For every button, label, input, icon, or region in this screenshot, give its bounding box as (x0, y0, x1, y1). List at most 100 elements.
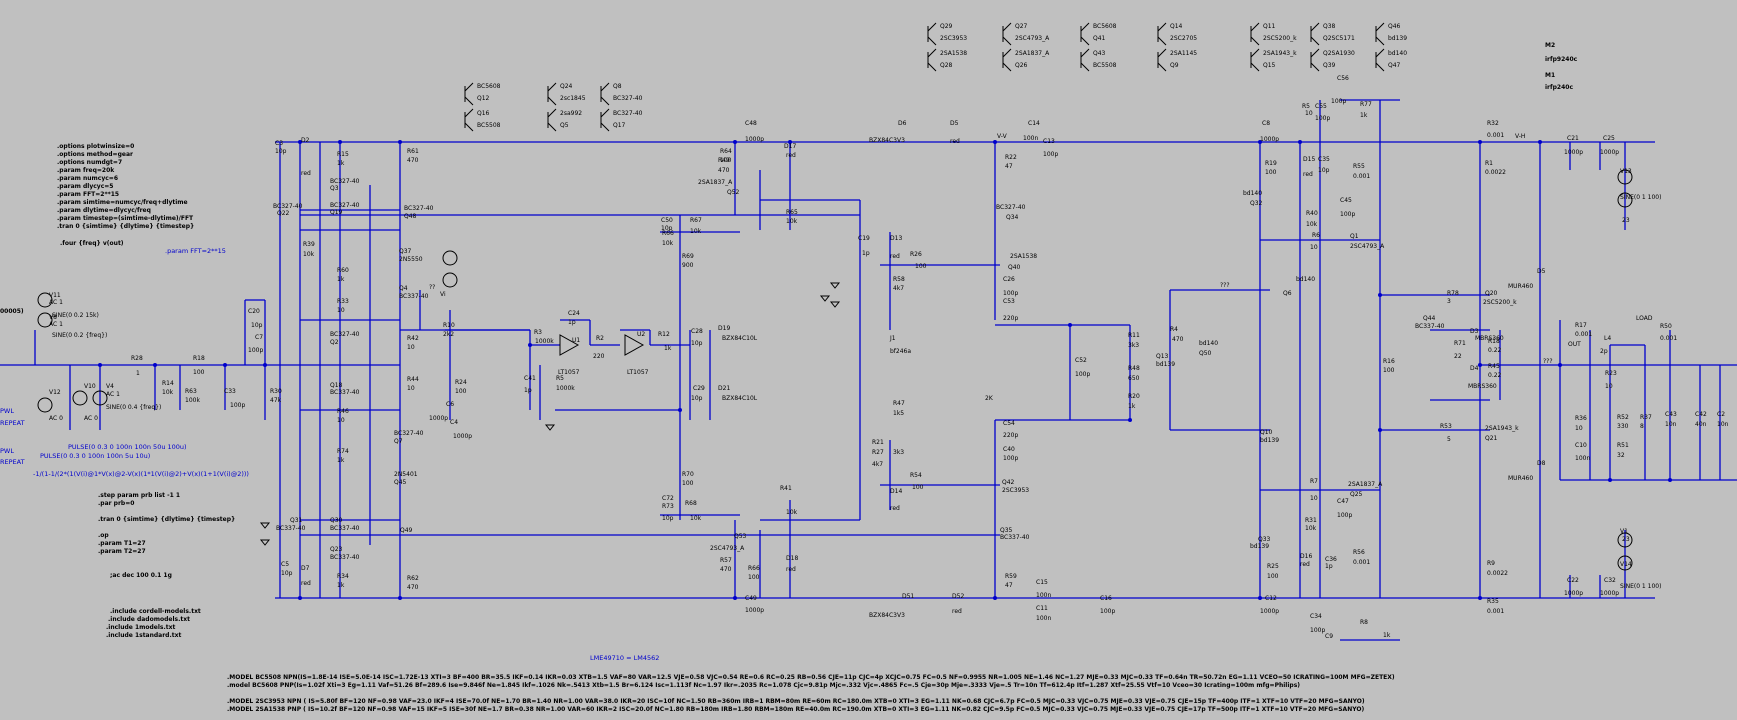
spare-part-label: Q26 (1015, 62, 1028, 69)
junctions (98, 140, 1672, 600)
component-label: Q32 (1250, 200, 1263, 207)
component-label: 2SC5200_k (1483, 299, 1517, 306)
component-label: 100p (230, 402, 245, 409)
component-label: 2N5401 (394, 471, 418, 478)
component-label: V10 (84, 383, 96, 390)
component-label: 0.001 (1353, 173, 1370, 180)
component-label: Q25 (1350, 491, 1363, 498)
component-label: R33 (337, 298, 349, 305)
component-label: D6 (898, 120, 907, 127)
component-label: Q42 (1002, 479, 1015, 486)
component-label: bf246a (890, 348, 911, 355)
component-label: 4k7 (893, 285, 904, 292)
component-label: R41 (780, 485, 792, 492)
component-label: BC327-40 (996, 204, 1026, 211)
op-directive: .param T1=27 (98, 540, 146, 547)
component-label: R19 (1265, 160, 1277, 167)
pwl-label: PWL (0, 447, 14, 455)
component-label: 470 (407, 157, 419, 164)
component-label: C14 (1028, 120, 1040, 127)
component-label: Q1 (1350, 233, 1359, 240)
transistor-symbol (547, 96, 557, 106)
component-label: 100n (1575, 455, 1590, 462)
component-label: Q33 (1258, 536, 1271, 543)
component-label: 10 (407, 385, 415, 392)
spare-part-label: Q24 (560, 83, 573, 90)
component-label: Q45 (394, 479, 407, 486)
component-label: 1p (524, 387, 532, 394)
spare-part-label: Q27 (1015, 23, 1028, 30)
component-label: 1000k (556, 385, 575, 392)
pulse1-label: PULSE(0 0.3 0 100n 100n 50u 100u) (68, 443, 187, 451)
component-label: bd140 (1296, 276, 1315, 283)
component-label: 23 (1622, 217, 1630, 224)
component-label: C36 (1325, 556, 1337, 563)
component-label: 100p (1337, 512, 1352, 519)
component-label: red (1300, 561, 1310, 568)
component-label: 0.001 (1660, 335, 1677, 342)
component-label: ??? (1220, 282, 1230, 289)
component-label: 8 (1640, 423, 1644, 430)
component-label: R35 (1487, 598, 1499, 605)
component-label: R32 (1487, 120, 1499, 127)
component-label: 2SA1837_A (698, 179, 733, 186)
component-label: Q13 (1156, 353, 1169, 360)
component-label: MBRS360 (1475, 335, 1504, 342)
component-label: C32 (1604, 577, 1616, 584)
transistor-symbol (1310, 48, 1320, 58)
transistor-symbol (1375, 62, 1385, 72)
component-label: V12 (49, 389, 61, 396)
component-label: 100 (720, 157, 732, 164)
mosfet-label: irfp9240c (1545, 56, 1578, 63)
component-label: 100p (1003, 290, 1018, 297)
component-label: 100 (912, 484, 924, 491)
spare-part-label: Q12 (477, 95, 490, 102)
component-label: ?? (429, 284, 435, 291)
component-label: bd139 (1156, 361, 1175, 368)
component-label: 10p (691, 395, 703, 402)
transistor-symbol (1250, 36, 1260, 46)
component-label: C41 (524, 375, 536, 382)
component-label: R23 (1605, 370, 1617, 377)
component-label: red (890, 505, 900, 512)
component-label: C49 (745, 595, 757, 602)
component-label: Q31 (290, 517, 303, 524)
param-fft: .param FFT=2**15 (165, 247, 226, 255)
component-labels: C310pD2redR151kR61470BC327-40Q3BC327-40Q… (49, 75, 1729, 640)
component-label: D52 (952, 593, 964, 600)
component-label: 100 (1265, 169, 1277, 176)
component-label: V13 (1620, 168, 1632, 175)
transistor-symbol (1002, 22, 1012, 32)
include-line: .include dadomodels.txt (108, 616, 190, 623)
component-label: 0.22 (1488, 372, 1502, 379)
component-label: R24 (455, 379, 467, 386)
component-label: 10 (337, 307, 345, 314)
component-label: Q20 (1485, 290, 1498, 297)
component-label: SINE(0 0.2 15k) (52, 312, 99, 319)
component-label: 10p (1318, 167, 1330, 174)
component-label: red (301, 580, 311, 587)
component-label: C55 (1315, 103, 1327, 110)
spare-part-label: Q46 (1388, 23, 1401, 30)
component-label: C4 (450, 419, 458, 426)
component-label: R56 (1353, 549, 1365, 556)
component-label: 2SA1538 (1010, 253, 1037, 260)
component-label: C25 (1603, 135, 1615, 142)
component-label: R68 (685, 500, 697, 507)
component-label: 1k (1128, 403, 1136, 410)
component-label: BC327-40 (273, 203, 303, 210)
component-label: 2k2 (443, 331, 454, 338)
component-label: bd139 (1250, 543, 1269, 550)
component-label: C29 (693, 385, 705, 392)
pulse2-label: PULSE(0 0.3 0 100n 100n 5u 10u) (40, 452, 150, 460)
component-label: R46 (337, 408, 349, 415)
component-label: D5 (950, 120, 959, 127)
component-label: SINE(0 0.2 {freq}) (52, 332, 107, 339)
directive-line: .param dlycyc=5 (57, 183, 113, 190)
transistor-symbol (600, 122, 610, 132)
spare-part-label: 2sa992 (560, 110, 582, 117)
component-label: C35 (1318, 156, 1330, 163)
spare-part-label: Q16 (477, 110, 490, 117)
component-label: BZX84C3V3 (869, 612, 905, 619)
